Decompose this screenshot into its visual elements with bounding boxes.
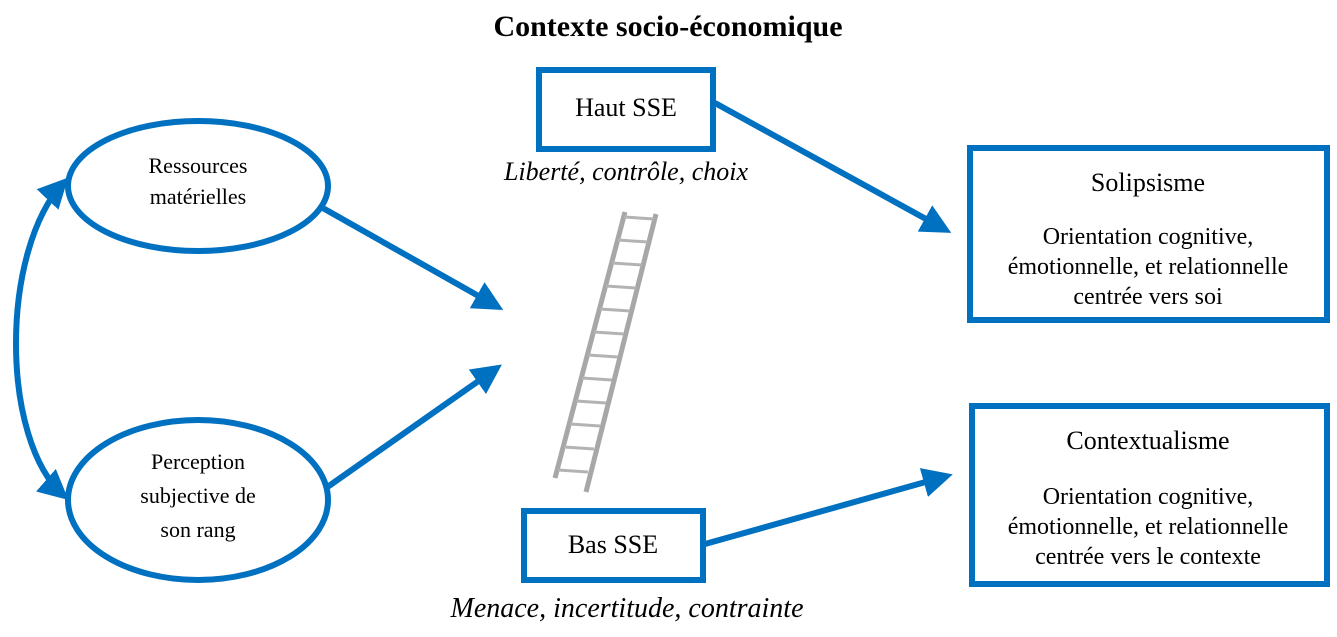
diagram-title: Contexte socio-économique	[493, 10, 842, 43]
perception-ellipse	[65, 417, 331, 583]
solipsism-box	[967, 145, 1330, 323]
contextualism-description-line-3: centrée vers le contexte	[1035, 544, 1261, 570]
solipsism-node: Solipsisme Orientation cognitive, émotio…	[967, 145, 1330, 323]
low-ses-label: Bas SSE	[568, 530, 658, 559]
solipsism-description-line-1: Orientation cognitive,	[1043, 224, 1254, 250]
resources-node: Ressources matérielles	[65, 118, 331, 254]
low-ses-to-contextualism-arrow	[704, 468, 953, 547]
high-ses-box	[536, 67, 716, 152]
contextualism-box	[969, 403, 1330, 587]
perception-label-line-3: son rang	[160, 517, 235, 542]
contextualism-description-line-1: Orientation cognitive,	[1043, 484, 1254, 510]
high-ses-label: Haut SSE	[575, 93, 677, 122]
resources-label-line-2: matérielles	[150, 184, 247, 209]
low-ses-box	[521, 508, 706, 583]
solipsism-description-line-3: centrée vers soi	[1073, 284, 1223, 310]
perception-node: Perception subjective de son rang	[65, 417, 331, 583]
ladder-icon	[552, 211, 659, 493]
perception-label-line-2: subjective de	[140, 483, 255, 508]
high-ses-to-solipsism-arrow	[713, 100, 952, 233]
resources-to-ladder-arrow	[319, 204, 504, 310]
low-ses-caption: Menace, incertitude, contrainte	[450, 593, 804, 624]
low-ses-node: Bas SSE	[521, 508, 706, 583]
perception-to-ladder-arrow	[324, 364, 502, 491]
contextualism-node: Contextualisme Orientation cognitive, ém…	[969, 403, 1330, 587]
contextualism-description-line-2: émotionnelle, et relationnelle	[1008, 514, 1289, 540]
contextualism-title: Contextualisme	[1066, 426, 1229, 455]
high-ses-caption: Liberté, contrôle, choix	[503, 157, 749, 186]
correlation-arrow	[13, 177, 69, 500]
perception-label-line-1: Perception	[151, 449, 245, 474]
solipsism-description-line-2: émotionnelle, et relationnelle	[1008, 254, 1289, 280]
resources-label-line-1: Ressources	[149, 153, 248, 178]
high-ses-node: Haut SSE	[536, 67, 716, 152]
solipsism-title: Solipsisme	[1091, 168, 1205, 197]
